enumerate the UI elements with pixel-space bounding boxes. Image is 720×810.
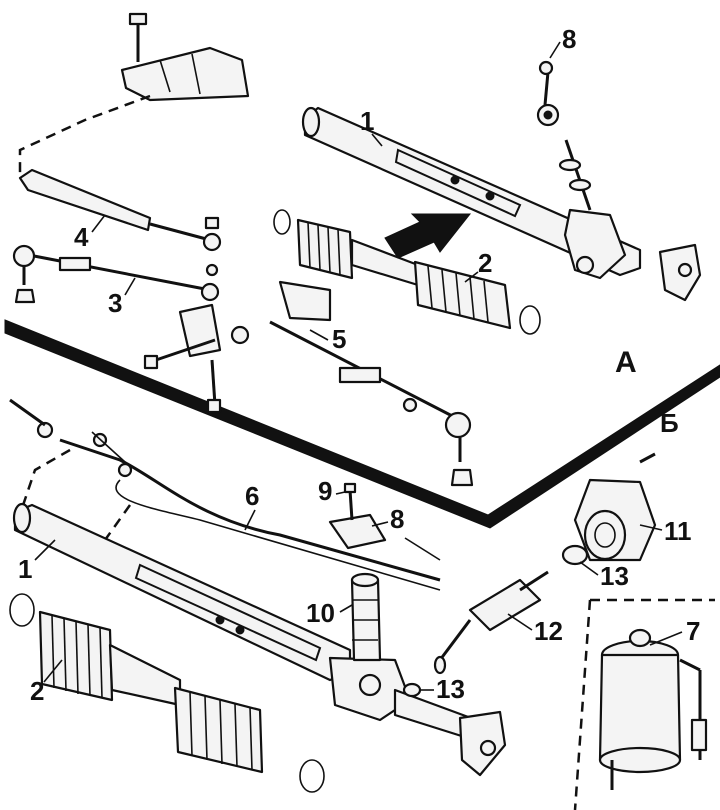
direction-arrow — [384, 213, 472, 259]
callout-3-upper: 3 — [108, 288, 122, 318]
callout-2-upper: 2 — [478, 248, 492, 278]
lower-assembly: 1 2 6 7 8 9 10 11 12 13 13 — [9, 398, 715, 810]
callout-8-upper: 8 — [562, 24, 576, 54]
callout-8-lower: 8 — [390, 504, 404, 534]
callout-12-lower: 12 — [534, 616, 563, 646]
section-label-b: Б — [660, 408, 679, 438]
rack-housing-lower — [12, 502, 507, 777]
callout-13-lower-right: 13 — [600, 561, 629, 591]
callout-13-lower-left: 13 — [436, 674, 465, 704]
section-label-a: А — [615, 346, 637, 379]
callout-5-upper: 5 — [332, 324, 346, 354]
pump-housing — [561, 478, 657, 566]
callout-1-upper: 1 — [360, 106, 374, 136]
tie-rod-4 — [18, 168, 222, 277]
bellows-lower — [9, 593, 325, 793]
callout-1-lower: 1 — [18, 554, 32, 584]
mount-clamp — [143, 303, 250, 414]
bellows-upper — [273, 209, 541, 335]
pump-shaft — [402, 570, 549, 698]
rack-housing-upper — [301, 60, 702, 302]
section-divider-band — [4, 319, 720, 529]
hydraulic-lines — [9, 398, 441, 591]
callout-4-upper: 4 — [74, 222, 89, 252]
reservoir-inset — [573, 598, 715, 810]
callout-7-lower: 7 — [686, 616, 700, 646]
valve-body — [350, 572, 382, 662]
callout-10-lower: 10 — [306, 598, 335, 628]
tie-rod-5 — [269, 280, 474, 487]
tie-rod-end-3 — [12, 244, 220, 304]
callout-6-lower: 6 — [245, 481, 259, 511]
upper-assembly: 1 2 3 4 5 8 — [12, 12, 702, 487]
bracket-8-lower — [328, 452, 656, 561]
callout-9-lower: 9 — [318, 476, 332, 506]
callout-2-lower: 2 — [30, 676, 44, 706]
callout-11-lower: 11 — [664, 516, 692, 546]
mounting-bracket — [120, 12, 250, 102]
